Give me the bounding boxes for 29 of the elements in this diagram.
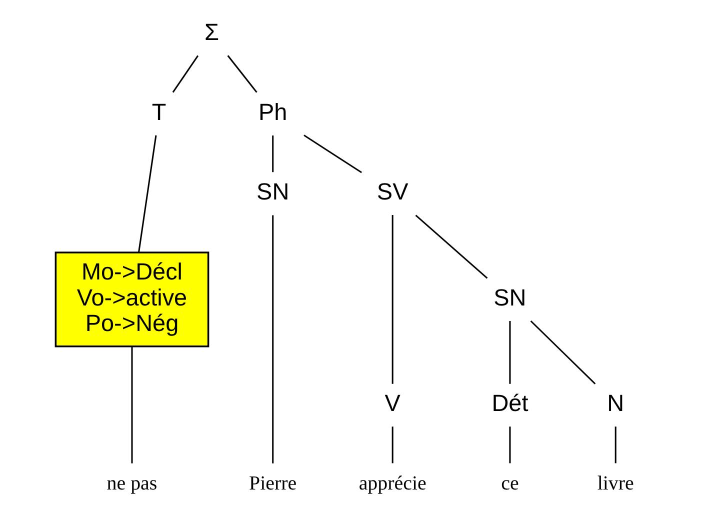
node-text: apprécie xyxy=(358,472,426,495)
node-text: V xyxy=(384,390,400,416)
node-text: ne pas xyxy=(106,472,157,495)
node-text: N xyxy=(606,390,624,416)
connector xyxy=(130,346,132,464)
connector xyxy=(226,55,257,93)
node-text: SN xyxy=(493,284,526,310)
connector xyxy=(272,215,274,464)
node-box: Mo->Décl Vo->active Po->Nég xyxy=(54,252,209,348)
connector xyxy=(508,426,510,464)
node-text: T xyxy=(151,98,166,125)
node-text: ce xyxy=(500,472,518,495)
node-text: SV xyxy=(376,178,408,205)
connector xyxy=(391,214,393,384)
connector xyxy=(272,135,274,172)
connector xyxy=(138,135,156,252)
connector xyxy=(614,426,616,464)
connector xyxy=(303,134,362,174)
node-text: Dét xyxy=(491,390,528,416)
node-text: Ph xyxy=(258,98,287,125)
connector xyxy=(414,214,488,279)
node-text: SN xyxy=(256,178,289,205)
connector xyxy=(530,320,596,384)
node-text: Pierre xyxy=(248,472,296,495)
node-text: Σ xyxy=(204,18,219,45)
connector xyxy=(172,55,198,93)
connector xyxy=(508,321,510,384)
node-text: livre xyxy=(596,472,634,495)
connector xyxy=(391,426,393,464)
